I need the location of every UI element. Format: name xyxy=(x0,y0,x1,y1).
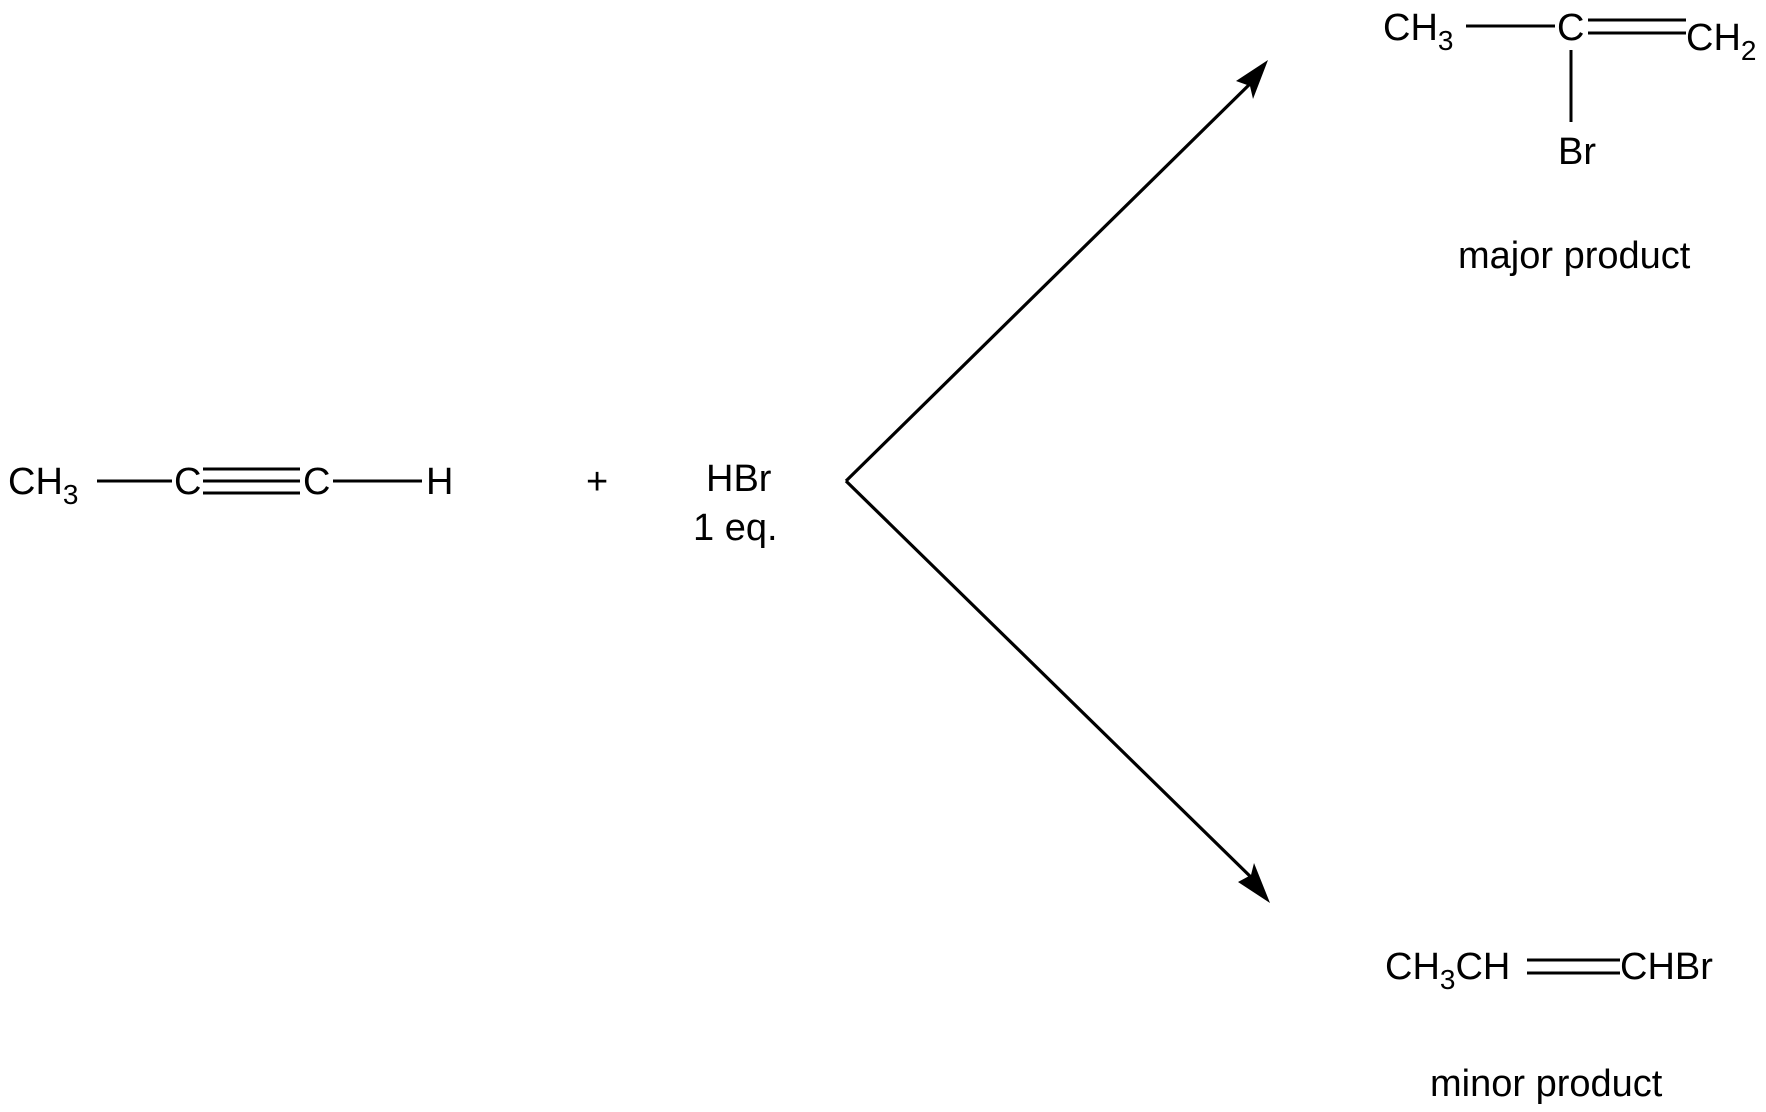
arrowhead-minor xyxy=(1238,863,1270,903)
reagent-equivalents: 1 eq. xyxy=(693,507,778,549)
reactant-propyne: CH3 C C H xyxy=(8,461,453,510)
plus-sign: + xyxy=(586,461,608,503)
minor-ch3ch: CH3CH xyxy=(1385,946,1510,995)
reactant-ch3: CH3 xyxy=(8,461,78,510)
minor-double-bond xyxy=(1527,958,1620,975)
minor-product-label: minor product xyxy=(1430,1063,1663,1105)
reaction-arrows xyxy=(844,60,1270,903)
major-ch3: CH3 xyxy=(1383,7,1453,56)
reactant-hydrogen: H xyxy=(426,461,453,503)
major-bromine: Br xyxy=(1558,131,1596,173)
arrowhead-major xyxy=(1236,60,1268,99)
major-carbon: C xyxy=(1557,7,1584,49)
major-ch2: CH2 xyxy=(1686,17,1756,66)
reagent: HBr 1 eq. xyxy=(693,458,778,549)
major-double-bond xyxy=(1588,18,1686,35)
minor-product: CH3CH CHBr minor product xyxy=(1385,946,1713,1105)
arrow-to-major xyxy=(844,76,1258,483)
reactant-carbon-2: C xyxy=(303,461,330,503)
reactant-carbon-1: C xyxy=(174,461,201,503)
reactant-triple-bond xyxy=(203,467,300,495)
arrow-to-minor xyxy=(844,479,1260,886)
reagent-formula: HBr xyxy=(706,458,772,500)
major-product-label: major product xyxy=(1458,235,1691,277)
minor-chbr: CHBr xyxy=(1620,946,1713,988)
major-product: CH3 C CH2 Br major product xyxy=(1383,7,1756,277)
